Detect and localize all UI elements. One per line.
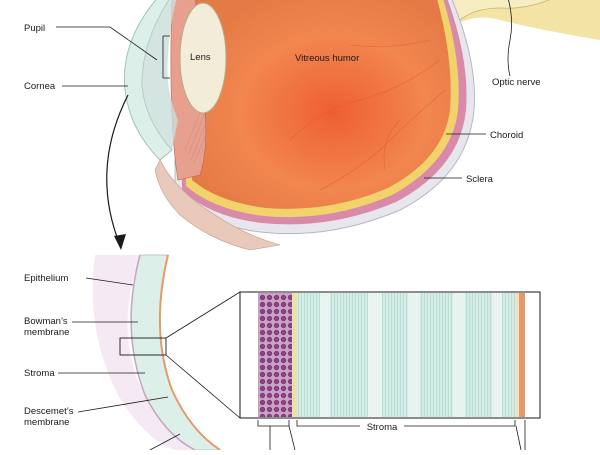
- vitreous-body: [190, 0, 451, 209]
- cornea-section-epithelium: [130, 254, 196, 451]
- cornea-section: [92, 254, 241, 451]
- label-pupil: Pupil: [24, 23, 45, 34]
- descemets-layer: [515, 293, 519, 417]
- endothelium-layer: [519, 293, 525, 417]
- leader-pupil: [56, 26, 158, 61]
- label-epithelium: Epithelium: [24, 273, 68, 284]
- bowmans-layer: [292, 293, 297, 417]
- magnify-line-bottom: [165, 354, 241, 419]
- anterior-chamber: [142, 0, 178, 150]
- label-bowmans-line2: membrane: [24, 327, 69, 338]
- epithelium-cells: [258, 293, 292, 417]
- leader-epithelium: [85, 277, 134, 286]
- label-cornea: Cornea: [24, 81, 56, 92]
- label-descemets-line2: membrane: [24, 417, 69, 428]
- retinal-vessels: [289, 39, 446, 191]
- label-sclera: Sclera: [466, 174, 494, 185]
- lens: [179, 2, 227, 114]
- stroma-detail-box: [239, 291, 541, 419]
- magnify-box: [119, 337, 167, 356]
- leader-descemets: [77, 396, 169, 413]
- label-vitreous-humor: Vitreous humor: [295, 53, 359, 64]
- label-lens: Lens: [190, 52, 211, 63]
- label-descemets-line1: Descemet’s: [24, 406, 74, 417]
- detail-brackets: [257, 420, 526, 451]
- leader-endothelium: [149, 433, 181, 451]
- optic-nerve: [450, 0, 550, 26]
- cornea-section-outer-tear: [92, 255, 195, 450]
- stroma-detail-label-bg: [360, 420, 404, 432]
- magnify-line-top: [165, 291, 241, 339]
- label-optic-nerve: Optic nerve: [492, 77, 541, 88]
- leader-optic-nerve: [507, 0, 512, 77]
- label-bowmans-line1: Bowman’s: [24, 316, 68, 327]
- zoom-arrow: [106, 94, 129, 246]
- stroma-lamellae: [320, 293, 502, 417]
- label-choroid: Choroid: [490, 130, 523, 141]
- stroma-detail-label: Stroma: [367, 422, 398, 433]
- stroma-fibers: [297, 293, 515, 417]
- cornea-section-endothelium: [158, 254, 221, 451]
- eye-cross-section: [123, 0, 600, 250]
- zoom-arrow-head: [114, 234, 126, 250]
- label-stroma: Stroma: [24, 368, 55, 379]
- eyelid-tissue: [154, 159, 281, 250]
